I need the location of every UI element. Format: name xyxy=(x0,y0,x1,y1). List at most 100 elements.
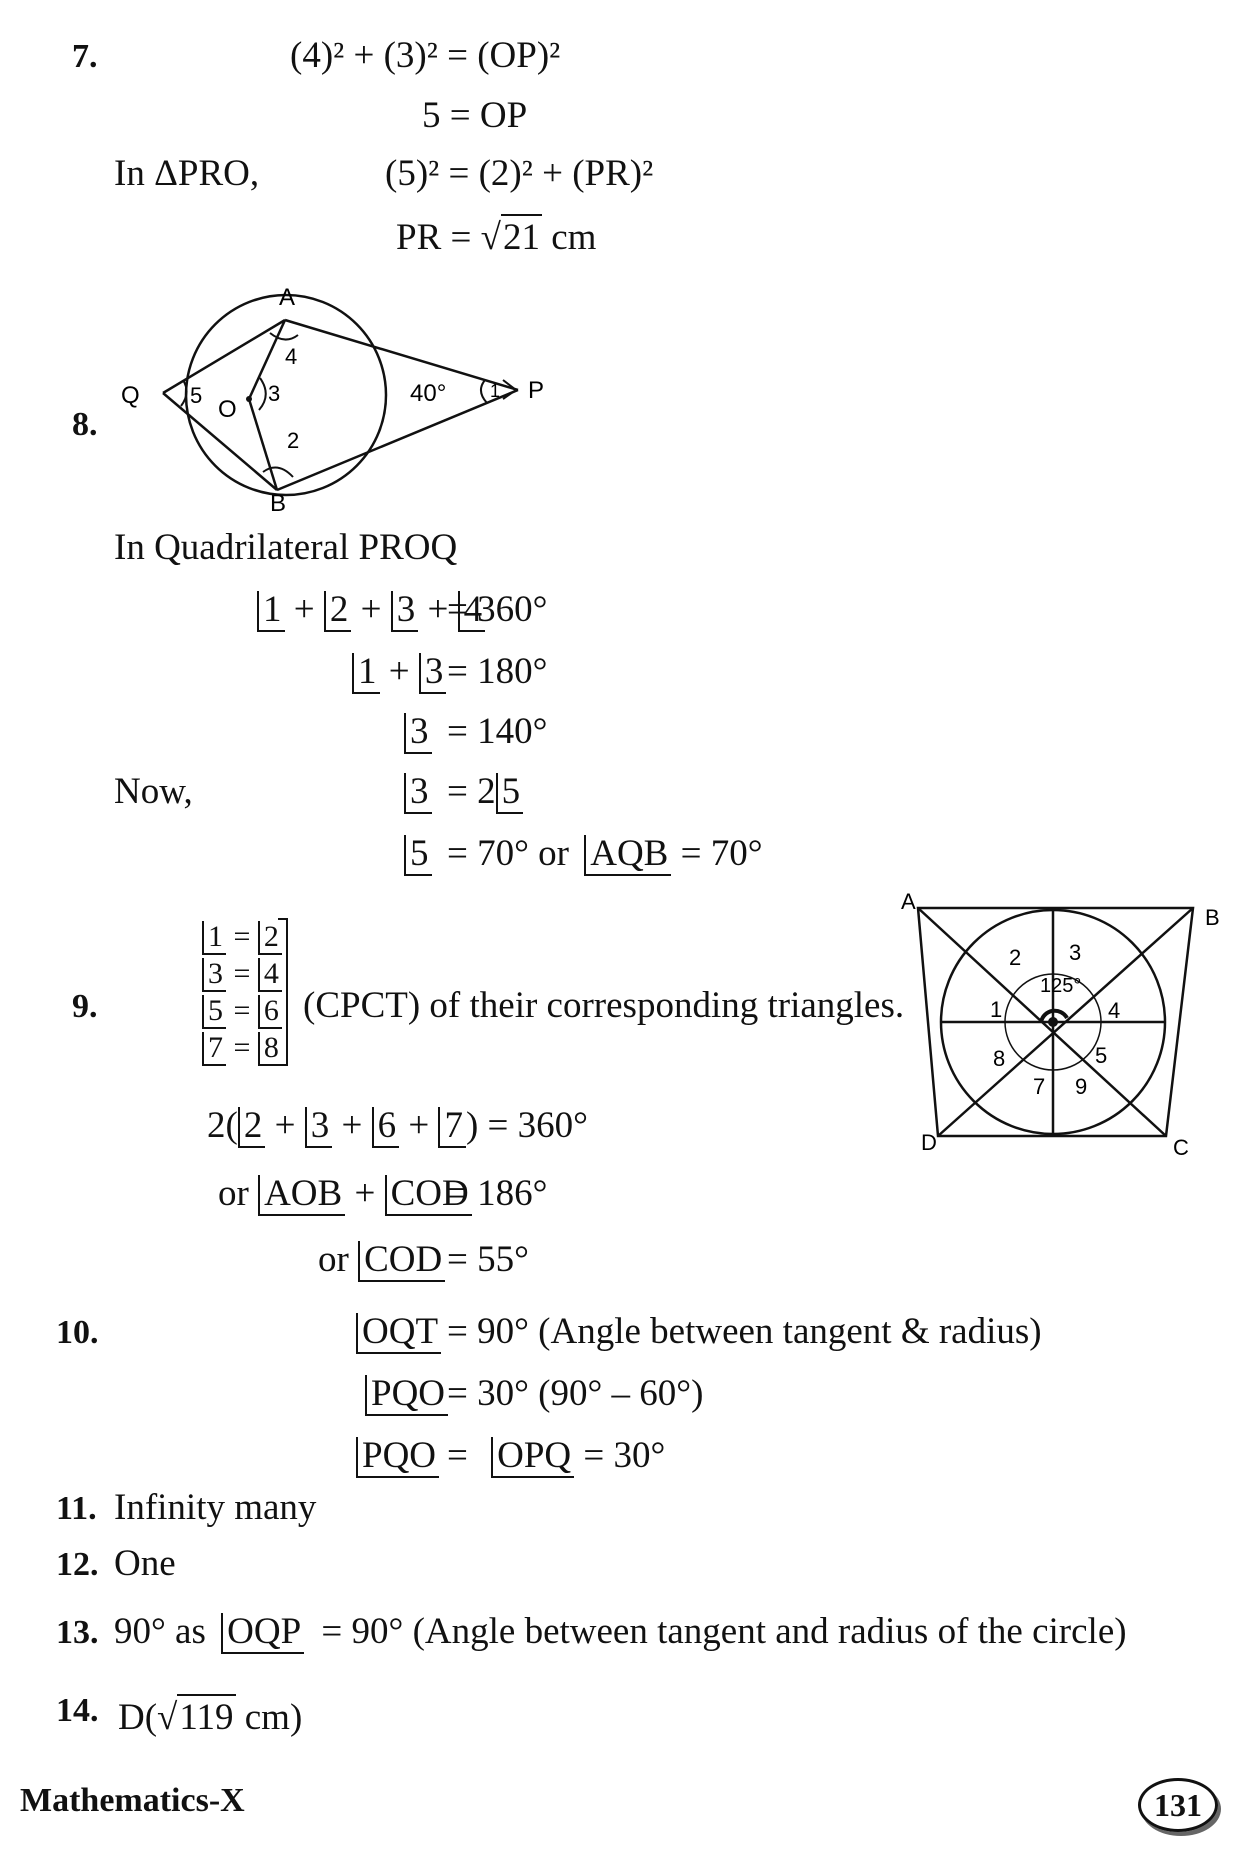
q8-intro: In Quadrilateral PROQ xyxy=(114,527,458,568)
q8-label-a: A xyxy=(279,284,295,311)
q8-equation-2-rhs: = 180° xyxy=(447,651,548,692)
angle-oqp: OQP xyxy=(221,1612,305,1654)
angle-3: 3 xyxy=(390,590,419,632)
q10-eq3-end: = 30° xyxy=(583,1435,666,1476)
angle-aob: AOB xyxy=(258,1174,346,1216)
q8-tangent-pb xyxy=(276,388,519,492)
q9-eq1-pre: 2( xyxy=(207,1105,238,1146)
q8-angle-3: 3 xyxy=(268,381,280,406)
question-number-14: 14. xyxy=(56,1692,99,1729)
question-number-12: 12. xyxy=(56,1546,99,1583)
angle-6: 6 xyxy=(371,1106,400,1148)
page-number: 131 xyxy=(1138,1778,1218,1832)
q9-angle-125: 125° xyxy=(1040,975,1081,997)
angle-2: 2 xyxy=(323,590,352,632)
q10-equation-2: PQO xyxy=(365,1372,449,1416)
q9-angle-2: 2 xyxy=(1009,945,1021,970)
angle-pqo: PQO xyxy=(365,1374,449,1416)
q9-label-d: D xyxy=(921,1130,937,1155)
q8-angle-arc-p xyxy=(480,379,488,404)
q9-equation-1: 2(2 + 3 + 6 + 7) = 360° xyxy=(207,1105,588,1148)
q13-answer: 90° as OQP = 90° (Angle between tangent … xyxy=(114,1610,1127,1654)
q8-line-qb xyxy=(162,392,278,491)
question-number-13: 13. xyxy=(56,1614,99,1651)
q9-center-dot xyxy=(1048,1017,1058,1027)
q9-cpct-text: (CPCT) of their corresponding triangles. xyxy=(303,985,905,1026)
q9-pair-3: 5 = 6 xyxy=(202,992,282,1029)
q8-equation-1: 1 + 2 + 3 + 4 xyxy=(257,588,486,632)
q10-equation-1: OQT xyxy=(356,1310,442,1354)
q9-angle-1: 1 xyxy=(990,997,1002,1022)
angle-5: 5 xyxy=(404,834,432,876)
q9-equation-3: or COD xyxy=(318,1238,446,1282)
q8-equation-3: 3 xyxy=(404,710,432,754)
angle-5: 5 xyxy=(495,772,524,814)
q8-now: Now, xyxy=(114,771,193,812)
q9-label-b: B xyxy=(1205,905,1220,930)
q7-triangle-label: In ΔPRO, xyxy=(114,153,260,194)
angle-pqo: PQO xyxy=(356,1436,440,1478)
q8-line-ao xyxy=(247,319,287,400)
angle-2: 2 xyxy=(237,1106,266,1148)
q14-post: cm) xyxy=(244,1697,303,1738)
question-number-7: 7. xyxy=(72,38,98,75)
angle-1: 1 xyxy=(257,590,285,632)
angle-2: 2 xyxy=(257,921,282,955)
q10-equation-3-rhs: = OPQ = 30° xyxy=(447,1434,665,1478)
q10-eq3-eq: = xyxy=(447,1435,468,1476)
angle-7: 7 xyxy=(202,1032,226,1066)
q8-label-b: B xyxy=(270,490,286,517)
q9-angle-8: 8 xyxy=(993,1046,1005,1071)
q8-angle-arc-q xyxy=(180,379,188,407)
angle-3: 3 xyxy=(404,772,432,814)
q9-pair-2: 3 = 4 xyxy=(202,955,282,992)
q9-angle-9: 9 xyxy=(1075,1074,1087,1099)
question-number-10: 10. xyxy=(56,1314,99,1351)
q9-angle-5: 5 xyxy=(1095,1043,1107,1068)
q8-equation-5-rhs: = 70° or AQB = 70° xyxy=(447,832,763,876)
angle-3: 3 xyxy=(202,958,226,992)
question-number-8: 8. xyxy=(72,406,98,443)
angle-5: 5 xyxy=(202,995,226,1029)
sqrt-icon: √ xyxy=(157,1697,178,1738)
q9-angle-arc-125 xyxy=(1039,1008,1069,1023)
q9-eq1-post: ) = 360° xyxy=(465,1105,588,1146)
angle-1: 1 xyxy=(202,921,226,955)
angle-4: 4 xyxy=(257,958,282,992)
q7-equation-2: 5 = OP xyxy=(422,95,528,136)
q7-unit: cm xyxy=(551,217,597,258)
q9-angle-4: 4 xyxy=(1108,998,1120,1023)
q8-eq4-coef: = 2 xyxy=(447,771,496,812)
angle-4: 4 xyxy=(457,590,486,632)
angle-opq: OPQ xyxy=(491,1436,575,1478)
angle-3: 3 xyxy=(404,712,432,754)
q8-equation-4: 3 xyxy=(404,770,432,814)
footer-title: Mathematics-X xyxy=(20,1782,245,1819)
q7-equation-4: PR = √21 cm xyxy=(396,214,596,259)
q8-angle-arc-a xyxy=(269,332,299,341)
angle-3: 3 xyxy=(418,652,447,694)
q10-equation-2-rhs: = 30° (90° – 60°) xyxy=(447,1373,704,1414)
q8-equation-5: 5 xyxy=(404,832,432,876)
q8-angle-4: 4 xyxy=(285,344,297,369)
q14-pre: D( xyxy=(118,1697,158,1738)
q8-circle xyxy=(184,293,388,497)
q9-eq2-pre: or xyxy=(218,1173,249,1214)
q9-pair-1: 1 = 2 xyxy=(202,918,282,955)
q7-radicand: 21 xyxy=(500,214,542,259)
q8-tangent-pa xyxy=(284,318,519,392)
q8-label-o: O xyxy=(218,396,237,423)
q8-line-ob xyxy=(247,398,279,491)
angle-3: 3 xyxy=(304,1106,333,1148)
q9-cpct-pairs: 1 = 2 3 = 4 5 = 6 7 = 8 xyxy=(202,918,282,1066)
q14-radicand: 119 xyxy=(177,1694,236,1739)
angle-6: 6 xyxy=(257,995,282,1029)
q9-eq3-pre: or xyxy=(318,1239,349,1280)
angle-cod: COD xyxy=(358,1240,446,1282)
q8-eq5-end: = 70° xyxy=(680,833,763,874)
q9-pair-4: 7 = 8 xyxy=(202,1029,282,1066)
q9-label-a: A xyxy=(901,889,916,914)
q8-angle-arc-b xyxy=(262,466,294,478)
q8-center-dot xyxy=(246,396,252,402)
